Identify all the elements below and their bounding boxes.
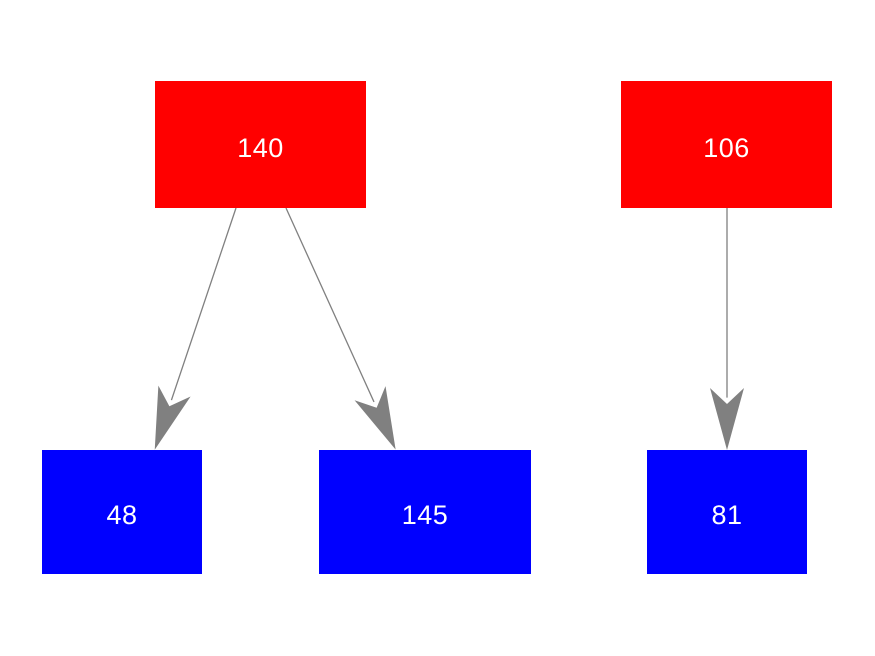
node-48[interactable]: 48 [42, 450, 202, 574]
edges-group [170, 207, 728, 403]
node-145[interactable]: 145 [319, 450, 531, 574]
edge-line-140-to-145 [285, 207, 375, 403]
node-106[interactable]: 106 [621, 81, 832, 208]
node-label: 145 [401, 500, 449, 530]
node-81[interactable]: 81 [647, 450, 807, 574]
node-label: 81 [711, 500, 743, 530]
node-140[interactable]: 140 [155, 81, 366, 208]
node-label: 140 [237, 133, 284, 163]
arrowheads-group [154, 385, 744, 450]
arrowhead-106-to-81 [710, 388, 744, 450]
node-label: 48 [106, 500, 138, 530]
node-label: 106 [703, 133, 750, 163]
arrowhead-140-to-48 [154, 385, 191, 450]
arrowhead-140-to-145 [354, 386, 396, 450]
edge-line-140-to-48 [170, 207, 237, 401]
